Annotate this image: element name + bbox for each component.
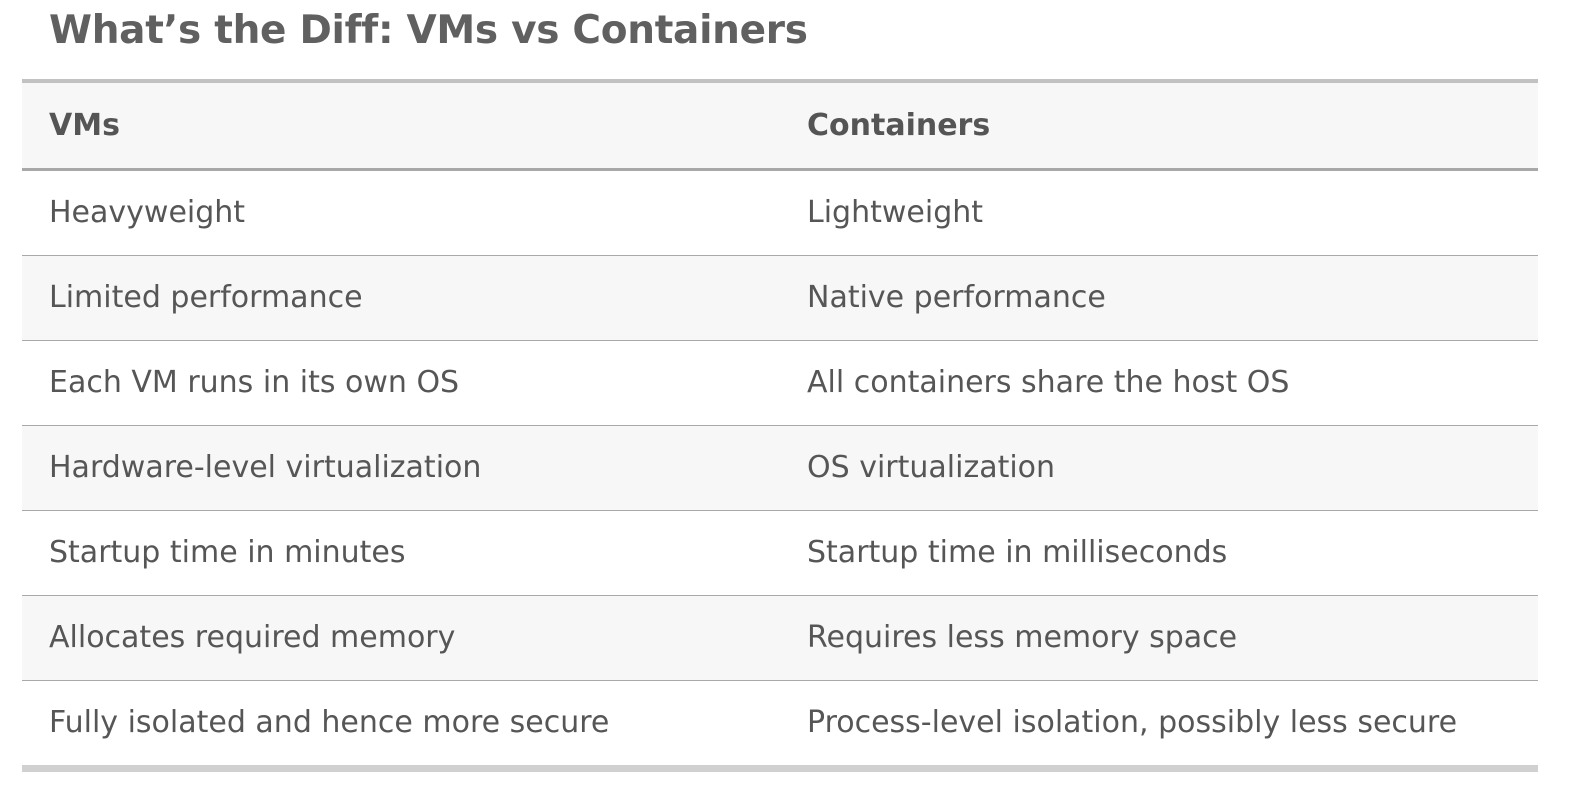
table-row: Limited performance Native performance <box>22 256 1538 341</box>
table-cell-vms: Hardware-level virtualization <box>49 450 482 485</box>
table-row: Fully isolated and hence more secure Pro… <box>22 681 1538 772</box>
table-row: Startup time in minutes Startup time in … <box>22 511 1538 596</box>
column-header-vms: VMs <box>49 107 120 143</box>
table-cell-vms: Allocates required memory <box>49 620 456 655</box>
table-cell-containers: Process-level isolation, possibly less s… <box>807 705 1458 740</box>
table-row: Hardware-level virtualization OS virtual… <box>22 426 1538 511</box>
table-cell-containers: Lightweight <box>807 195 984 230</box>
table-cell-vms: Limited performance <box>49 280 363 315</box>
table-header-row: VMs Containers <box>22 83 1538 171</box>
table-cell-vms: Fully isolated and hence more secure <box>49 705 610 740</box>
table-cell-vms: Each VM runs in its own OS <box>49 365 460 400</box>
table-cell-containers: Requires less memory space <box>807 620 1238 655</box>
table-row: Allocates required memory Requires less … <box>22 596 1538 681</box>
table-cell-containers: All containers share the host OS <box>807 365 1290 400</box>
comparison-table: VMs Containers Heavyweight Lightweight L… <box>22 79 1538 772</box>
table-cell-containers: Startup time in milliseconds <box>807 535 1228 570</box>
table-cell-vms: Heavyweight <box>49 195 246 230</box>
table-row: Heavyweight Lightweight <box>22 171 1538 256</box>
table-row: Each VM runs in its own OS All container… <box>22 341 1538 426</box>
table-cell-containers: Native performance <box>807 280 1106 315</box>
table-cell-vms: Startup time in minutes <box>49 535 406 570</box>
table-cell-containers: OS virtualization <box>807 450 1056 485</box>
column-header-containers: Containers <box>807 107 991 143</box>
page-title: What’s the Diff: VMs vs Containers <box>49 8 808 53</box>
